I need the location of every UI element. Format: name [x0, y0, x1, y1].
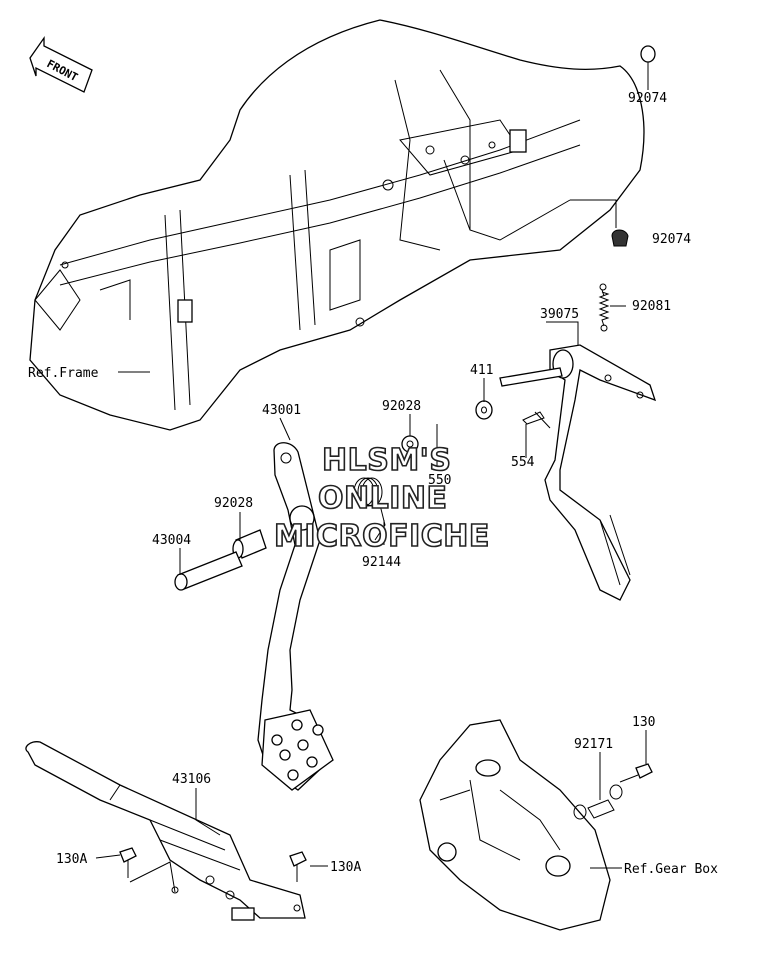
front-arrow-icon: FRONT	[29, 35, 93, 93]
callout-43106: 43106	[172, 772, 211, 787]
bolt-130A-right-part	[289, 851, 307, 882]
pedal-43001-part	[257, 442, 334, 791]
callout-43001: 43001	[262, 403, 301, 418]
callout-411: 411	[470, 363, 493, 378]
callout-92074-top: 92074	[628, 91, 667, 106]
spring-92144-part	[353, 477, 386, 541]
callout-ref-frame: Ref.Frame	[28, 366, 99, 381]
callout-92028-mid: 92028	[214, 496, 253, 511]
collar-92028-mid-part	[232, 529, 267, 559]
bolt-130-part	[619, 763, 653, 783]
frame-ref-part	[29, 19, 645, 431]
cap-92074-mid-part	[611, 229, 629, 247]
cotter-pin-554-part	[522, 411, 551, 429]
callout-554: 554	[511, 455, 535, 470]
callout-43004: 43004	[152, 533, 191, 548]
bolt-130A-left-part	[119, 847, 137, 878]
spring-92081-part	[598, 283, 610, 332]
watermark: HLSM'S ONLINE MICROFICHE	[273, 442, 490, 555]
callout-550: 550	[428, 473, 451, 488]
clip-92171-part	[573, 784, 623, 820]
pedal-39075-part	[499, 344, 657, 601]
callout-92074-mid: 92074	[652, 232, 691, 247]
washer-411-part	[475, 400, 493, 420]
callout-130A-right: 130A	[330, 860, 361, 875]
cap-92074-top-part	[640, 45, 656, 63]
callout-92028-top: 92028	[382, 399, 421, 414]
callout-92081: 92081	[632, 299, 671, 314]
leader-lines	[95, 62, 649, 869]
watermark-line-3: MICROFICHE	[274, 519, 490, 554]
gear-box-ref-part	[419, 719, 611, 931]
watermark-line-2: ONLINE	[318, 481, 448, 516]
callout-ref-gear-box: Ref.Gear Box	[624, 862, 718, 877]
callout-130A-left: 130A	[56, 852, 87, 867]
callout-92144: 92144	[362, 555, 401, 570]
parking-brake-43106-part	[25, 741, 306, 921]
watermark-line-1: HLSM'S	[322, 443, 451, 478]
callout-130: 130	[632, 715, 655, 730]
shaft-43004-part	[174, 551, 243, 591]
callout-92171: 92171	[574, 737, 613, 752]
callout-39075: 39075	[540, 307, 579, 322]
